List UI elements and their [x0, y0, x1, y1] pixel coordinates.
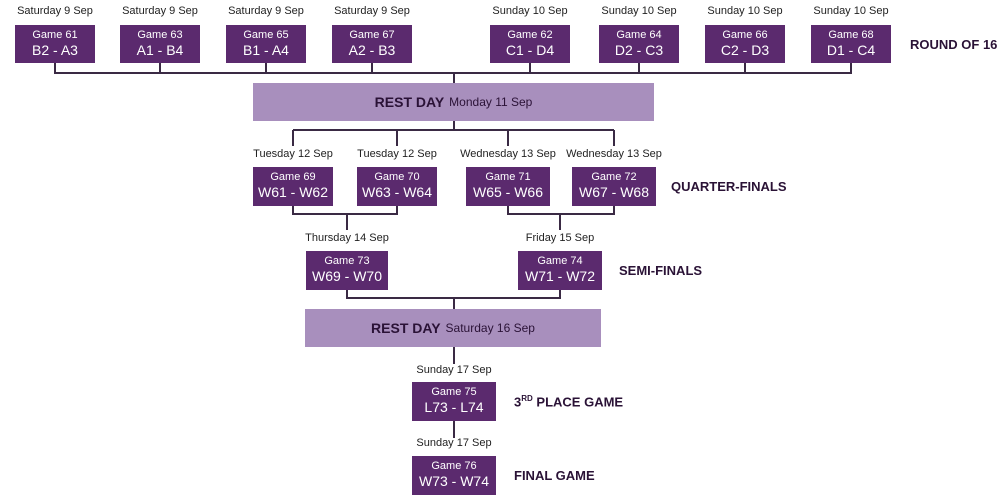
game-68-date: Sunday 10 Sep [813, 5, 889, 17]
game-61-number: Game 61 [32, 29, 78, 41]
game-65-number: Game 65 [243, 29, 289, 41]
third-place-label-number: 3 [514, 394, 522, 410]
round-of-16-label: ROUND OF 16 [910, 37, 998, 52]
game-62-date: Sunday 10 Sep [492, 5, 568, 17]
game-65-match: B1 - A4 [243, 42, 289, 58]
third-place-label: 3RD PLACE GAME [514, 394, 623, 409]
game-74-match: W71 - W72 [524, 268, 595, 284]
game-72-match: W67 - W68 [578, 184, 649, 200]
semi-finals-label: SEMI-FINALS [619, 263, 703, 278]
game-69-box[interactable]: Game 69 W61 - W62 [253, 167, 333, 206]
game-76-number: Game 76 [431, 460, 477, 472]
game-75-number: Game 75 [431, 386, 477, 398]
game-62-box[interactable]: Game 62 C1 - D4 [490, 25, 570, 63]
game-66-match: C2 - D3 [720, 42, 770, 58]
final-game-label: FINAL GAME [514, 468, 595, 483]
game-62-number: Game 62 [507, 29, 553, 41]
game-75-match: L73 - L74 [424, 399, 484, 415]
game-67-box[interactable]: Game 67 A2 - B3 [332, 25, 412, 63]
game-68-box[interactable]: Game 68 D1 - C4 [811, 25, 891, 63]
game-73-number: Game 73 [324, 255, 370, 267]
game-71-match: W65 - W66 [472, 184, 543, 200]
game-66-date: Sunday 10 Sep [707, 5, 783, 17]
game-62-match: C1 - D4 [505, 42, 555, 58]
game-76-box[interactable]: Game 76 W73 - W74 [412, 456, 496, 495]
rest-day-1-date: Monday 11 Sep [449, 95, 533, 109]
game-61-match: B2 - A3 [32, 42, 78, 58]
game-69-number: Game 69 [270, 171, 316, 183]
game-68-match: D1 - C4 [826, 42, 876, 58]
game-74-number: Game 74 [537, 255, 583, 267]
game-76-date: Sunday 17 Sep [416, 437, 492, 449]
rest-day-2-title: REST DAY [371, 320, 441, 336]
rest-day-2-date: Saturday 16 Sep [445, 321, 535, 335]
game-63-box[interactable]: Game 63 A1 - B4 [120, 25, 200, 63]
game-66-box[interactable]: Game 66 C2 - D3 [705, 25, 785, 63]
game-64-number: Game 64 [616, 29, 662, 41]
game-64-match: D2 - C3 [614, 42, 664, 58]
game-64-box[interactable]: Game 64 D2 - C3 [599, 25, 679, 63]
game-65-date: Saturday 9 Sep [228, 5, 304, 17]
game-61-box[interactable]: Game 61 B2 - A3 [15, 25, 95, 63]
third-place-label-sup: RD [521, 394, 533, 403]
rest-day-1-title: REST DAY [374, 94, 445, 110]
game-67-number: Game 67 [349, 29, 395, 41]
game-63-number: Game 63 [137, 29, 183, 41]
game-75-date: Sunday 17 Sep [416, 364, 492, 376]
game-70-match: W63 - W64 [361, 184, 432, 200]
game-67-date: Saturday 9 Sep [334, 5, 410, 17]
game-69-date: Tuesday 12 Sep [253, 148, 333, 160]
game-73-match: W69 - W70 [311, 268, 382, 284]
game-70-date: Tuesday 12 Sep [357, 148, 437, 160]
game-73-box[interactable]: Game 73 W69 - W70 [306, 251, 388, 290]
game-68-number: Game 68 [828, 29, 874, 41]
game-73-date: Thursday 14 Sep [305, 232, 389, 244]
game-69-match: W61 - W62 [257, 184, 328, 200]
game-61-date: Saturday 9 Sep [17, 5, 93, 17]
game-64-date: Sunday 10 Sep [601, 5, 677, 17]
game-74-date: Friday 15 Sep [525, 232, 595, 244]
rest-day-1-banner: REST DAY Monday 11 Sep [253, 83, 654, 121]
game-67-match: A2 - B3 [348, 42, 396, 58]
game-75-box[interactable]: Game 75 L73 - L74 [412, 382, 496, 421]
game-65-box[interactable]: Game 65 B1 - A4 [226, 25, 306, 63]
game-74-box[interactable]: Game 74 W71 - W72 [518, 251, 602, 290]
third-place-label-text: PLACE GAME [532, 394, 624, 410]
game-71-number: Game 71 [485, 171, 531, 183]
quarter-finals-label: QUARTER-FINALS [671, 179, 787, 194]
rest-day-2-banner: REST DAY Saturday 16 Sep [305, 309, 601, 347]
game-63-match: A1 - B4 [136, 42, 184, 58]
game-71-date: Wednesday 13 Sep [460, 148, 556, 160]
game-71-box[interactable]: Game 71 W65 - W66 [466, 167, 550, 206]
game-72-box[interactable]: Game 72 W67 - W68 [572, 167, 656, 206]
game-76-match: W73 - W74 [418, 473, 489, 489]
game-70-number: Game 70 [374, 171, 420, 183]
game-72-date: Wednesday 13 Sep [566, 148, 662, 160]
game-70-box[interactable]: Game 70 W63 - W64 [357, 167, 437, 206]
game-66-number: Game 66 [722, 29, 768, 41]
game-72-number: Game 72 [591, 171, 637, 183]
game-63-date: Saturday 9 Sep [122, 5, 198, 17]
